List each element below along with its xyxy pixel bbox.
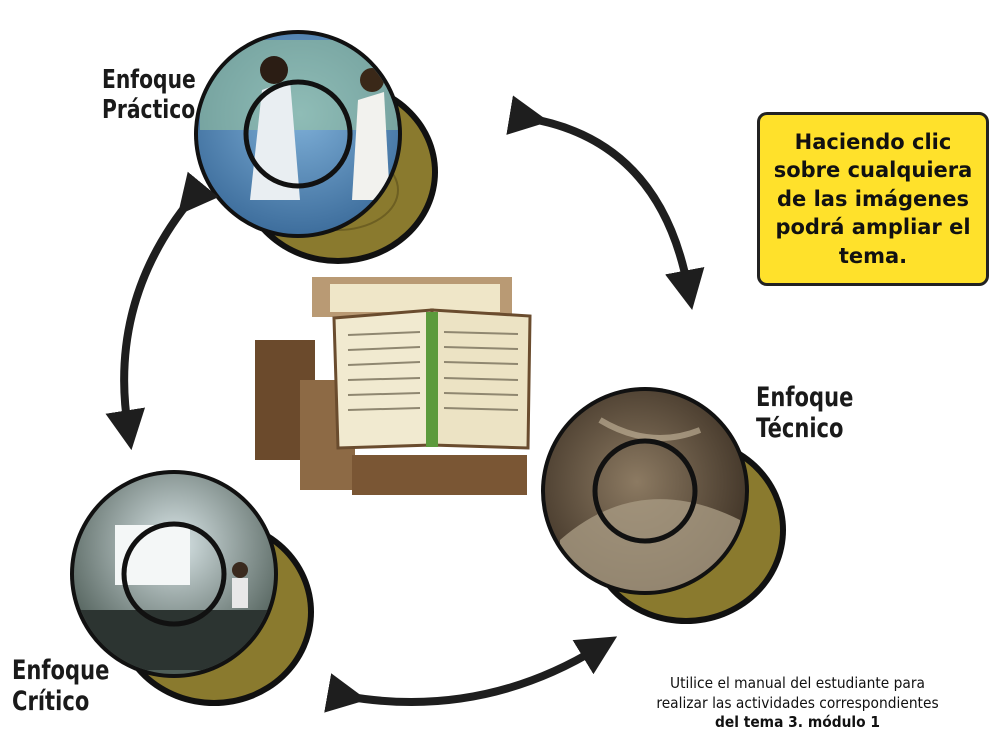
note-line2: realizar las actividades correspondiente… [656,693,939,712]
books-image[interactable] [248,270,543,500]
double-arrow-icon [105,171,219,451]
technical-label-line2: Técnico [756,413,844,445]
practical-approach-image[interactable] [199,40,431,266]
technical-disc [541,387,786,624]
note-line1: Utilice el manual del estudiante para [669,674,925,692]
practical-label-line1: Enfoque [102,65,196,95]
note-line3: del tema 3. módulo 1 [714,713,881,731]
critical-label-line2: Crítico [12,686,90,718]
books-illustration [255,277,532,495]
double-arrow-icon [506,95,705,311]
instruction-callout: Haciendo clic sobre cualquiera de las im… [757,112,989,286]
callout-text: Haciendo clic sobre cualquiera de las im… [773,130,973,268]
critical-approach-image[interactable] [76,474,300,704]
double-arrow-icon [324,636,618,713]
technical-label-line1: Enfoque [756,382,854,413]
student-manual-note: Utilice el manual del estudiante para re… [616,674,979,733]
practical-disc [194,30,438,264]
critical-disc [70,470,314,706]
critical-label-line1: Enfoque [12,655,110,686]
critical-approach-label: Enfoque Crítico [12,655,109,717]
technical-approach-image[interactable] [546,395,780,627]
practical-label-line2: Práctico [102,94,196,125]
technical-approach-label: Enfoque Técnico [756,382,853,444]
practical-approach-label: Enfoque Práctico [102,65,196,126]
